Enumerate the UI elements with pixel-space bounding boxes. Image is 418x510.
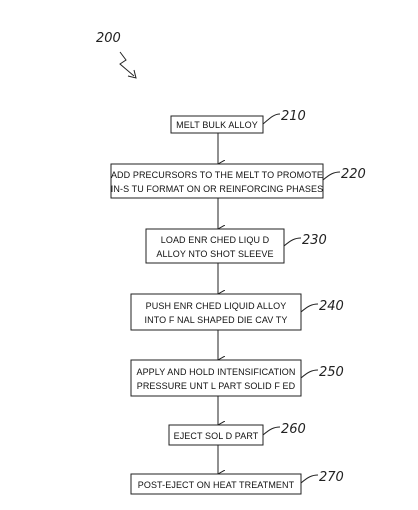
step-270-ref: 270 bbox=[319, 470, 344, 485]
step-230-leader bbox=[283, 237, 302, 247]
step-270: POST-EJECT ON HEAT TREATMENT 270 bbox=[130, 470, 344, 495]
figure-label-leader bbox=[119, 51, 135, 77]
step-240-leader bbox=[300, 303, 319, 313]
figure-label-arrowhead bbox=[127, 69, 137, 79]
step-270-box bbox=[130, 473, 302, 495]
step-220-text-line1: ADD PRECURSORS TO THE MELT TO PROMOTE bbox=[111, 170, 323, 180]
step-230-box bbox=[145, 228, 285, 264]
step-260-ref: 260 bbox=[281, 422, 306, 437]
step-270-text: POST-EJECT ON HEAT TREATMENT bbox=[138, 480, 295, 490]
step-220: ADD PRECURSORS TO THE MELT TO PROMOTE IN… bbox=[110, 163, 366, 199]
step-260: EJECT SOL D PART 260 bbox=[168, 422, 306, 446]
step-230-ref: 230 bbox=[302, 233, 327, 248]
step-250-ref: 250 bbox=[319, 365, 344, 380]
step-220-ref: 220 bbox=[341, 167, 366, 182]
step-220-box bbox=[110, 163, 324, 199]
step-250-box bbox=[130, 359, 302, 397]
step-240-text-line1: PUSH ENR CHED LIQUID ALLOY bbox=[146, 301, 287, 311]
step-240-box bbox=[130, 293, 302, 331]
step-210-leader bbox=[262, 113, 281, 125]
step-240: PUSH ENR CHED LIQUID ALLOY INTO F NAL SH… bbox=[130, 293, 344, 331]
step-230: LOAD ENR CHED LIQU D ALLOY NTO SHOT SLEE… bbox=[145, 228, 327, 264]
step-240-text-line2: INTO F NAL SHAPED DIE CAV TY bbox=[145, 315, 288, 325]
step-220-text-line2: IN-S TU FORMAT ON OR REINFORCING PHASES bbox=[111, 184, 323, 194]
step-250-text-line2: PRESSURE UNT L PART SOLID F ED bbox=[137, 381, 296, 391]
step-250-leader bbox=[300, 369, 319, 379]
step-250-text-line1: APPLY AND HOLD INTENSIFICATION bbox=[136, 367, 295, 377]
step-210-text: MELT BULK ALLOY bbox=[176, 120, 258, 130]
step-220-leader bbox=[322, 171, 341, 181]
step-230-text-line2: ALLOY NTO SHOT SLEEVE bbox=[156, 249, 273, 259]
step-240-ref: 240 bbox=[319, 299, 344, 314]
step-210: MELT BULK ALLOY 210 bbox=[170, 109, 306, 134]
step-210-box bbox=[170, 115, 264, 134]
step-210-ref: 210 bbox=[281, 109, 306, 124]
step-270-leader bbox=[300, 474, 319, 484]
step-260-text: EJECT SOL D PART bbox=[174, 431, 259, 441]
step-250: APPLY AND HOLD INTENSIFICATION PRESSURE … bbox=[130, 359, 344, 397]
figure-label: 200 bbox=[96, 31, 121, 46]
step-230-text-line1: LOAD ENR CHED LIQU D bbox=[161, 235, 270, 245]
step-260-leader bbox=[262, 426, 281, 436]
